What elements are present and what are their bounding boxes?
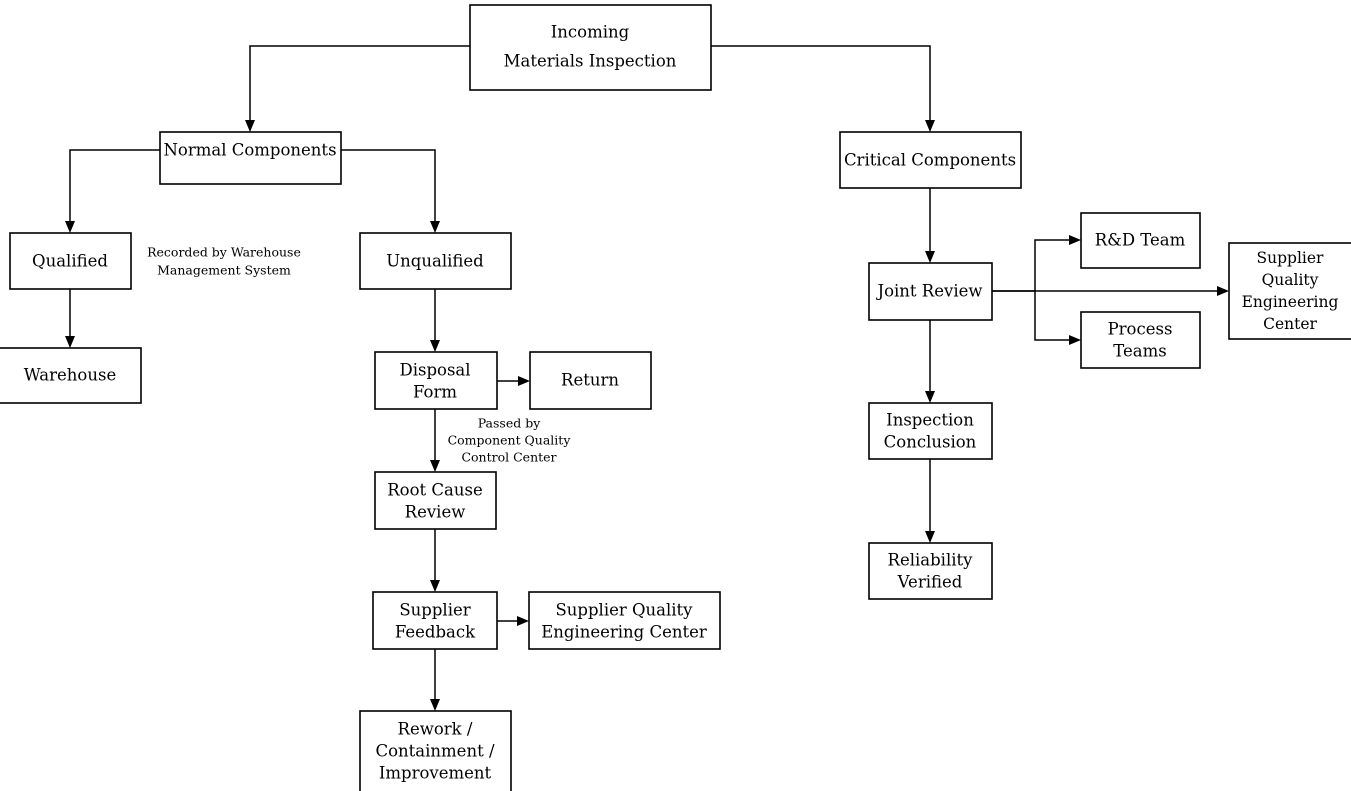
edge-normal-to-qualified <box>69 149 160 225</box>
node-rnd-team-rect[interactable] <box>1080 212 1201 269</box>
node-process-teams-label-line1: Process <box>1108 320 1173 339</box>
node-reliability-verified-label-line2: Verified <box>897 573 963 592</box>
node-incoming-label-line2: Materials Inspection <box>504 52 677 71</box>
node-warehouse[interactable]: Warehouse <box>0 347 142 404</box>
node-unqualified-rect[interactable] <box>359 232 512 290</box>
node-root-cause-review[interactable]: Root Cause Review <box>374 471 497 530</box>
node-incoming-label-line1: Incoming <box>551 23 630 42</box>
node-inspection-conclusion-label-line2: Conclusion <box>884 433 977 452</box>
node-process-teams-rect[interactable] <box>1080 311 1201 369</box>
node-qualified-label: Qualified <box>32 252 108 271</box>
arrowhead-disposal-to-rootcause <box>430 460 440 472</box>
node-reliability-verified-label-line1: Reliability <box>888 551 974 570</box>
node-process-teams[interactable]: Process Teams <box>1080 311 1201 369</box>
node-rnd-team[interactable]: R&D Team <box>1080 212 1201 269</box>
arrowhead-normal-to-qualified <box>65 221 75 233</box>
node-supplier-feedback-label-line1: Supplier <box>399 601 470 620</box>
node-root-cause-review-rect[interactable] <box>374 471 497 530</box>
node-supplier-quality-engineering-center-right[interactable]: Supplier Quality Engineering Center <box>1228 242 1351 340</box>
node-disposal-form-label-line1: Disposal <box>399 361 470 380</box>
node-disposal-form[interactable]: Disposal Form <box>374 351 498 410</box>
arrowhead-jointreview-to-rnd <box>1069 235 1081 245</box>
arrowhead-disposal-to-return <box>518 376 530 386</box>
arrowhead-critical-to-jointreview <box>925 251 935 263</box>
node-unqualified[interactable]: Unqualified <box>359 232 512 290</box>
node-inspection-conclusion-rect[interactable] <box>868 402 993 460</box>
node-unqualified-label: Unqualified <box>386 252 484 271</box>
node-critical-components[interactable]: Critical Components <box>839 131 1022 189</box>
node-sqec-right-label-line4: Center <box>1263 315 1317 333</box>
node-joint-review-label: Joint Review <box>875 282 982 301</box>
node-root-cause-review-label-line2: Review <box>405 503 466 522</box>
connector-layer <box>65 45 1229 711</box>
node-qualified[interactable]: Qualified <box>9 232 132 290</box>
edge-label-layer: Recorded by Warehouse Management System … <box>147 245 571 465</box>
node-joint-review-rect[interactable] <box>868 262 993 321</box>
node-normal-components[interactable]: Normal Components <box>159 131 342 185</box>
node-return[interactable]: Return <box>529 351 652 410</box>
edge-incoming-to-critical <box>711 45 931 124</box>
node-supplier-quality-engineering-center-mid[interactable]: Supplier Quality Engineering Center <box>528 591 721 650</box>
node-process-teams-label-line2: Teams <box>1113 342 1166 361</box>
node-qualified-rect[interactable] <box>9 232 132 290</box>
node-incoming-materials-inspection[interactable]: Incoming Materials Inspection <box>469 4 712 91</box>
node-sqec-right-label-line3: Engineering <box>1242 293 1339 311</box>
node-normal-components-label: Normal Components <box>163 141 336 160</box>
node-inspection-conclusion-label-line1: Inspection <box>886 411 974 430</box>
node-rework-rect[interactable] <box>359 710 512 791</box>
node-sqec-right-rect[interactable] <box>1228 242 1351 340</box>
arrowhead-jointreview-to-conclusion <box>925 391 935 403</box>
node-normal-components-rect[interactable] <box>159 131 342 185</box>
node-disposal-form-rect[interactable] <box>374 351 498 410</box>
edge-label-warehouse-system-line1: Recorded by Warehouse <box>147 245 301 260</box>
node-supplier-feedback-rect[interactable] <box>372 591 498 650</box>
arrowhead-unqualified-to-disposal <box>430 340 440 352</box>
node-warehouse-rect[interactable] <box>0 347 142 404</box>
edge-normal-to-unqualified <box>341 149 436 225</box>
edge-label-warehouse-system-line2: Management System <box>157 263 291 278</box>
node-sqec-right-label-line2: Quality <box>1262 271 1319 289</box>
node-reliability-verified[interactable]: Reliability Verified <box>868 542 993 600</box>
node-joint-review[interactable]: Joint Review <box>868 262 993 321</box>
node-rework-label-line1: Rework / <box>398 720 473 739</box>
node-critical-components-rect[interactable] <box>839 131 1022 189</box>
node-rework-containment-improvement[interactable]: Rework / Containment / Improvement <box>359 710 512 791</box>
arrowhead-conclusion-to-reliability <box>925 531 935 543</box>
arrowhead-feedback-to-rework <box>430 699 440 711</box>
node-disposal-form-label-line2: Form <box>413 383 457 402</box>
arrowhead-qualified-to-warehouse <box>65 336 75 348</box>
edge-incoming-to-normal <box>249 45 470 124</box>
node-supplier-feedback-label-line2: Feedback <box>395 623 476 642</box>
arrowhead-feedback-to-sqec <box>517 616 529 626</box>
edge-label-quality-control-line1: Passed by <box>478 416 542 431</box>
node-sqec-mid-rect[interactable] <box>528 591 721 650</box>
node-sqec-mid-label-line1: Supplier Quality <box>555 601 693 620</box>
node-inspection-conclusion[interactable]: Inspection Conclusion <box>868 402 993 460</box>
arrowhead-incoming-to-normal <box>245 120 255 132</box>
node-return-label: Return <box>561 371 619 390</box>
arrowhead-incoming-to-critical <box>925 120 935 132</box>
node-incoming-rect[interactable] <box>469 4 712 91</box>
node-layer: Incoming Materials Inspection Normal Com… <box>0 4 1351 791</box>
edge-jointreview-to-process <box>1034 291 1073 341</box>
node-critical-components-label: Critical Components <box>844 151 1016 170</box>
node-supplier-feedback[interactable]: Supplier Feedback <box>372 591 498 650</box>
arrowhead-rootcause-to-feedback <box>430 580 440 592</box>
arrowhead-jointreview-to-process <box>1069 335 1081 345</box>
edge-label-quality-control-line3: Control Center <box>461 450 556 465</box>
edge-label-quality-control-line2: Component Quality <box>448 433 572 448</box>
edge-jointreview-to-rnd <box>992 239 1073 292</box>
node-rework-label-line2: Containment / <box>375 742 494 761</box>
node-warehouse-label: Warehouse <box>24 366 116 385</box>
node-reliability-verified-rect[interactable] <box>868 542 993 600</box>
node-sqec-right-label-line1: Supplier <box>1257 249 1325 267</box>
node-rnd-team-label: R&D Team <box>1095 231 1186 250</box>
arrowhead-jointreview-to-sqec-right <box>1217 286 1229 296</box>
node-root-cause-review-label-line1: Root Cause <box>387 481 483 500</box>
arrowhead-normal-to-unqualified <box>430 221 440 233</box>
node-sqec-mid-label-line2: Engineering Center <box>541 623 707 642</box>
node-rework-label-line3: Improvement <box>379 764 492 783</box>
node-return-rect[interactable] <box>529 351 652 410</box>
